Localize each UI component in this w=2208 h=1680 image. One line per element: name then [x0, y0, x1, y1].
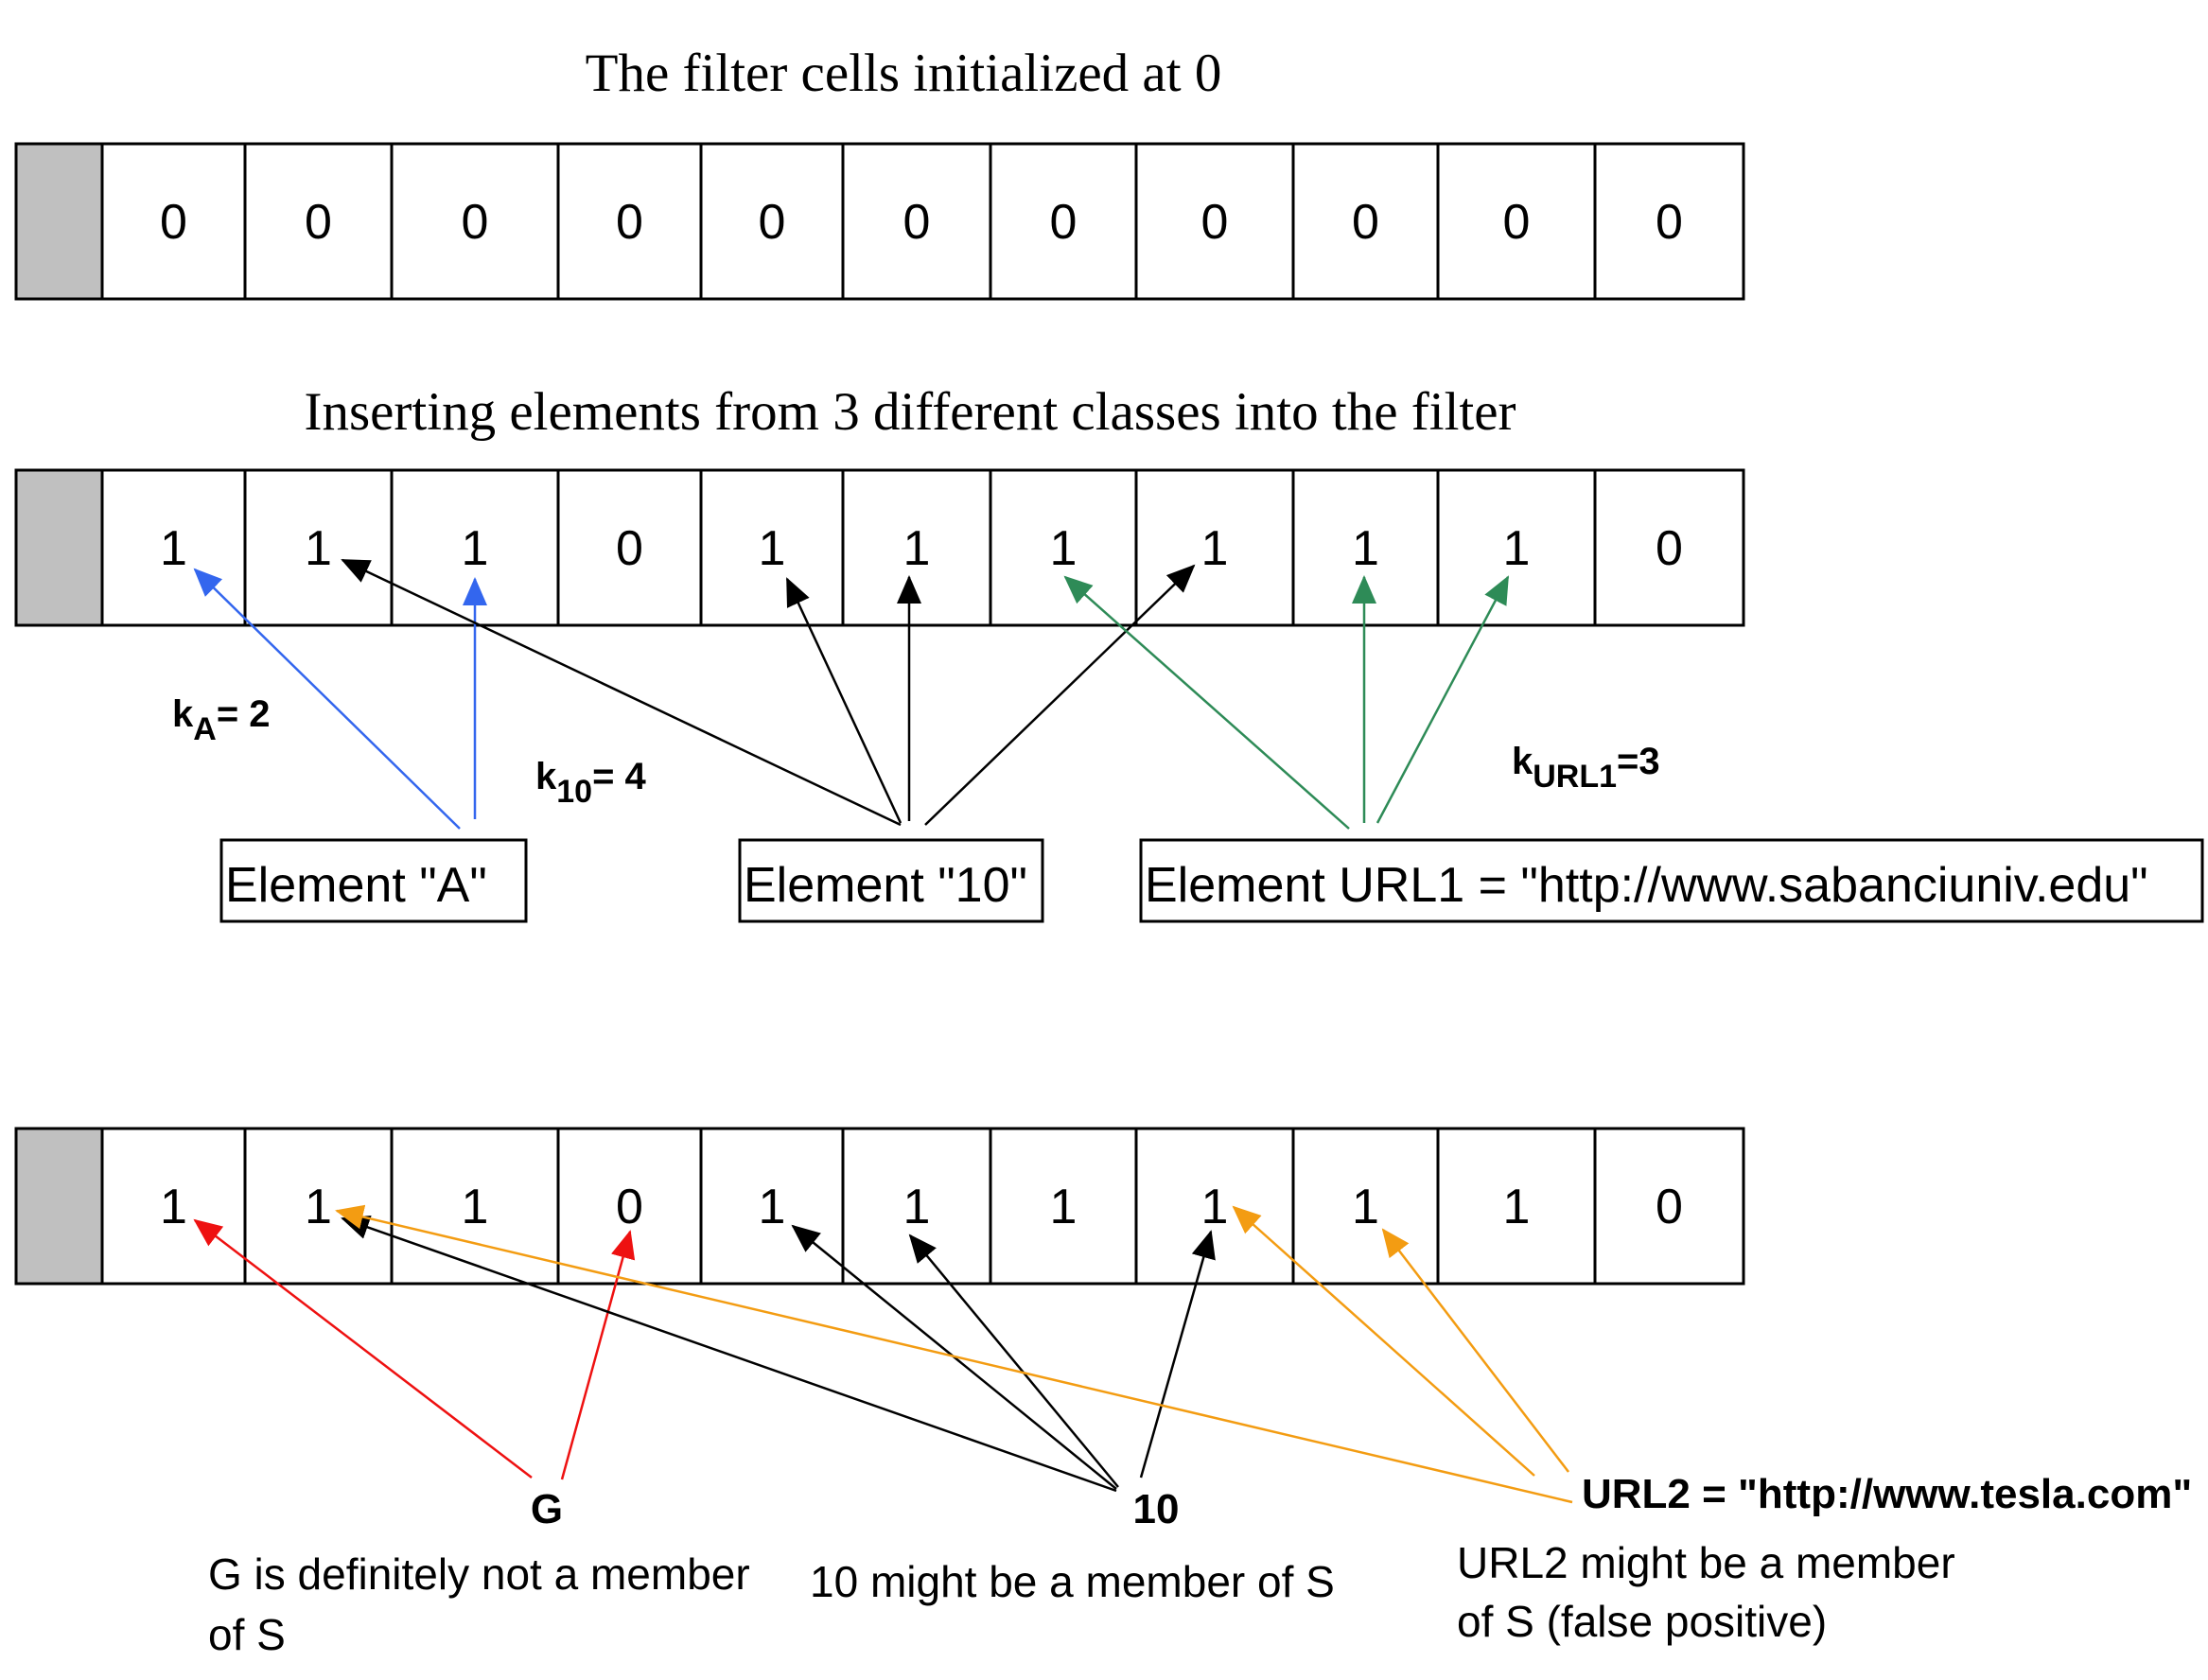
- query-10-note: 10 might be a member of S: [810, 1557, 1335, 1606]
- arrow-10-to-cell-4: [785, 577, 902, 824]
- query-url2-label: URL2 = "http://www.tesla.com": [1582, 1471, 2192, 1517]
- arrow-10-to-cell-1: [341, 558, 902, 827]
- arrow-url1-to-cell-9: [1376, 575, 1510, 824]
- arrow-q10-to-cell-1: [341, 1216, 1117, 1493]
- initial-cell-6: 0: [1050, 195, 1078, 250]
- filter-row-inserted: 1 1 1 0 1 1 1 1 1 1 0: [14, 468, 1745, 627]
- query-url2-note: URL2 might be a member of S (false posit…: [1457, 1538, 1967, 1646]
- query-g-label: G: [531, 1486, 563, 1532]
- arrow-10-to-cell-7: [924, 564, 1196, 826]
- inserted-cell-1: 1: [305, 521, 332, 576]
- initial-cell-9: 0: [1503, 195, 1531, 250]
- element-url1-label: Element URL1 = "http://www.sabanciuniv.e…: [1145, 858, 2148, 913]
- filter-row-query: 1 1 1 0 1 1 1 1 1 1 0: [14, 1127, 1745, 1286]
- query-cell-0: 1: [160, 1180, 187, 1234]
- initial-cell-7: 0: [1201, 195, 1229, 250]
- insertion-arrows: [193, 558, 1510, 830]
- query-frame: [14, 1127, 1745, 1286]
- arrow-a-to-cell-0: [193, 568, 461, 830]
- initial-frame: [14, 142, 1745, 301]
- query-cell-8: 1: [1352, 1180, 1379, 1234]
- inserting-title: Inserting elements from 3 different clas…: [304, 382, 1516, 442]
- inserted-frame: [14, 468, 1745, 627]
- query-cell-2: 1: [462, 1180, 489, 1234]
- hash-count-a: kA= 2: [172, 693, 271, 747]
- arrow-g-to-cell-0: [193, 1218, 533, 1479]
- element-a-label: Element "A": [225, 858, 487, 913]
- inserted-cell-7: 1: [1201, 521, 1229, 576]
- initial-cell-8: 0: [1352, 195, 1379, 250]
- initial-cell-4: 0: [759, 195, 786, 250]
- inserted-cell-4: 1: [759, 521, 786, 576]
- query-cell-6: 1: [1050, 1180, 1078, 1234]
- initial-cell-1: 0: [305, 195, 332, 250]
- query-arrows: [193, 1204, 1573, 1504]
- query-cell-3: 0: [616, 1180, 643, 1234]
- query-cell-7: 1: [1201, 1180, 1229, 1234]
- inserted-cell-3: 0: [616, 521, 643, 576]
- arrow-g-to-cell-3: [560, 1230, 636, 1480]
- arrow-q10-to-cell-7: [1139, 1230, 1216, 1479]
- query-reserved-cell: [16, 1129, 102, 1284]
- arrow-url2-to-cell-8: [1381, 1228, 1569, 1473]
- query-cell-5: 1: [903, 1180, 931, 1234]
- initial-cell-3: 0: [616, 195, 643, 250]
- inserted-cell-5: 1: [903, 521, 931, 576]
- element-a-box: Element "A": [219, 838, 528, 923]
- inserted-cell-8: 1: [1352, 521, 1379, 576]
- arrow-url2-to-cell-7: [1232, 1205, 1535, 1477]
- filter-row-initial: 0 0 0 0 0 0 0 0 0 0 0: [14, 142, 1745, 301]
- arrow-url2-to-cell-1: [335, 1204, 1573, 1504]
- inserted-cell-0: 1: [160, 521, 187, 576]
- element-10-label: Element "10": [744, 858, 1027, 913]
- query-cell-10: 0: [1656, 1180, 1683, 1234]
- initialized-title: The filter cells initialized at 0: [586, 44, 1222, 103]
- arrow-url1-to-cell-6: [1063, 575, 1350, 830]
- inserted-cell-10: 0: [1656, 521, 1683, 576]
- hash-count-url1: kURL1=3: [1512, 741, 1660, 795]
- query-cell-9: 1: [1503, 1180, 1531, 1234]
- inserted-cell-6: 1: [1050, 521, 1078, 576]
- initial-cell-5: 0: [903, 195, 931, 250]
- initial-cell-2: 0: [462, 195, 489, 250]
- query-cell-4: 1: [759, 1180, 786, 1234]
- inserted-reserved-cell: [16, 470, 102, 625]
- arrow-q10-to-cell-5: [908, 1234, 1119, 1488]
- query-g-note: G is definitely not a member of S: [208, 1549, 762, 1659]
- element-10-box: Element "10": [738, 838, 1044, 923]
- hash-count-10: k10= 4: [535, 756, 647, 810]
- query-cell-1: 1: [305, 1180, 332, 1234]
- inserted-cell-9: 1: [1503, 521, 1531, 576]
- initial-reserved-cell: [16, 144, 102, 299]
- query-10-label: 10: [1133, 1486, 1180, 1532]
- initial-cell-0: 0: [160, 195, 187, 250]
- inserted-cell-2: 1: [462, 521, 489, 576]
- initial-cell-10: 0: [1656, 195, 1683, 250]
- element-url1-box: Element URL1 = "http://www.sabanciuniv.e…: [1139, 838, 2204, 923]
